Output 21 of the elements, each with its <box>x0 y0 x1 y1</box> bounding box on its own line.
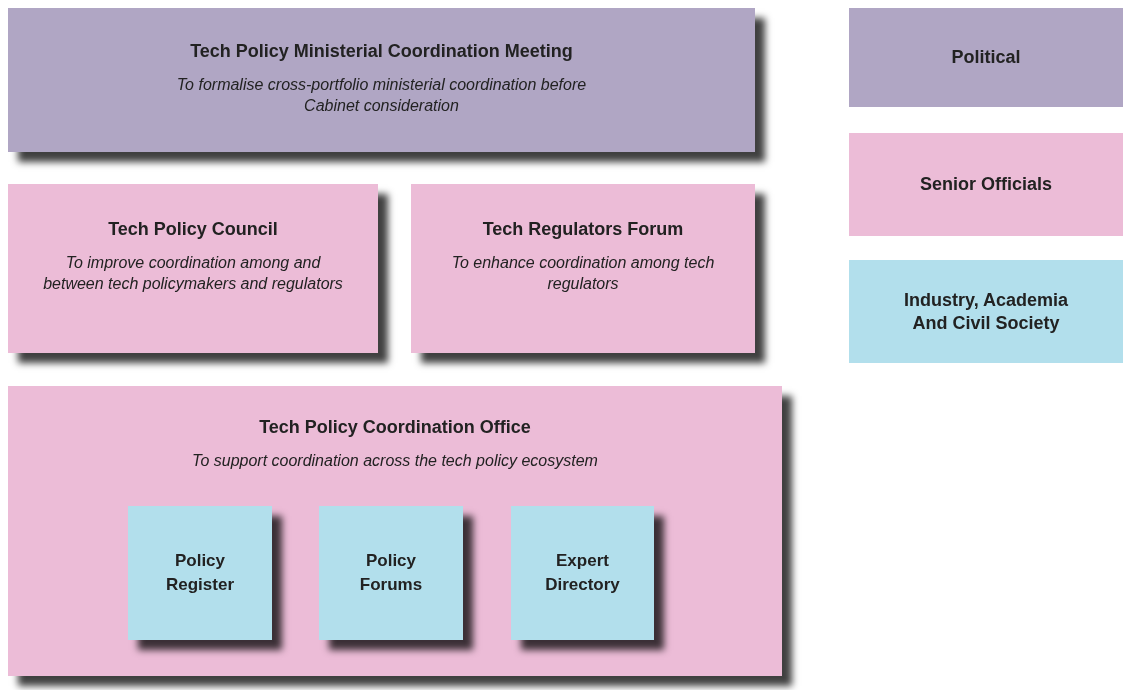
tier-box <box>8 386 782 676</box>
box-title: Policy Forums <box>358 550 424 596</box>
box-title: Expert Directory <box>544 550 621 596</box>
legend-swatch: Industry, Academia And Civil Society <box>849 260 1123 363</box>
module-card <box>128 506 272 640</box>
tier-box <box>411 184 755 353</box>
box-title: Tech Regulators Forum <box>482 218 684 240</box>
box-description: To formalise cross-portfolio ministerial coordination before Cabinet consideration <box>175 75 588 116</box>
legend-swatch: Senior Officials <box>849 133 1123 236</box>
box-title: Policy Register <box>165 550 235 596</box>
legend-swatch: Political <box>849 8 1123 107</box>
box-title: Tech Policy Coordination Office <box>259 416 531 438</box>
module-card <box>319 506 463 640</box>
tier-box <box>8 184 378 353</box>
box-title: Tech Policy Council <box>108 218 278 240</box>
module-card <box>511 506 654 640</box>
tier-box <box>8 8 755 152</box>
box-description: To enhance coordination among tech regulators <box>450 253 716 294</box>
box-description: To support coordination across the tech policy ecosystem <box>192 451 598 471</box>
box-description: To improve coordination among and between tech policymakers and regulators <box>43 253 343 294</box>
box-title: Tech Policy Ministerial Coordination Meeting <box>190 40 573 62</box>
